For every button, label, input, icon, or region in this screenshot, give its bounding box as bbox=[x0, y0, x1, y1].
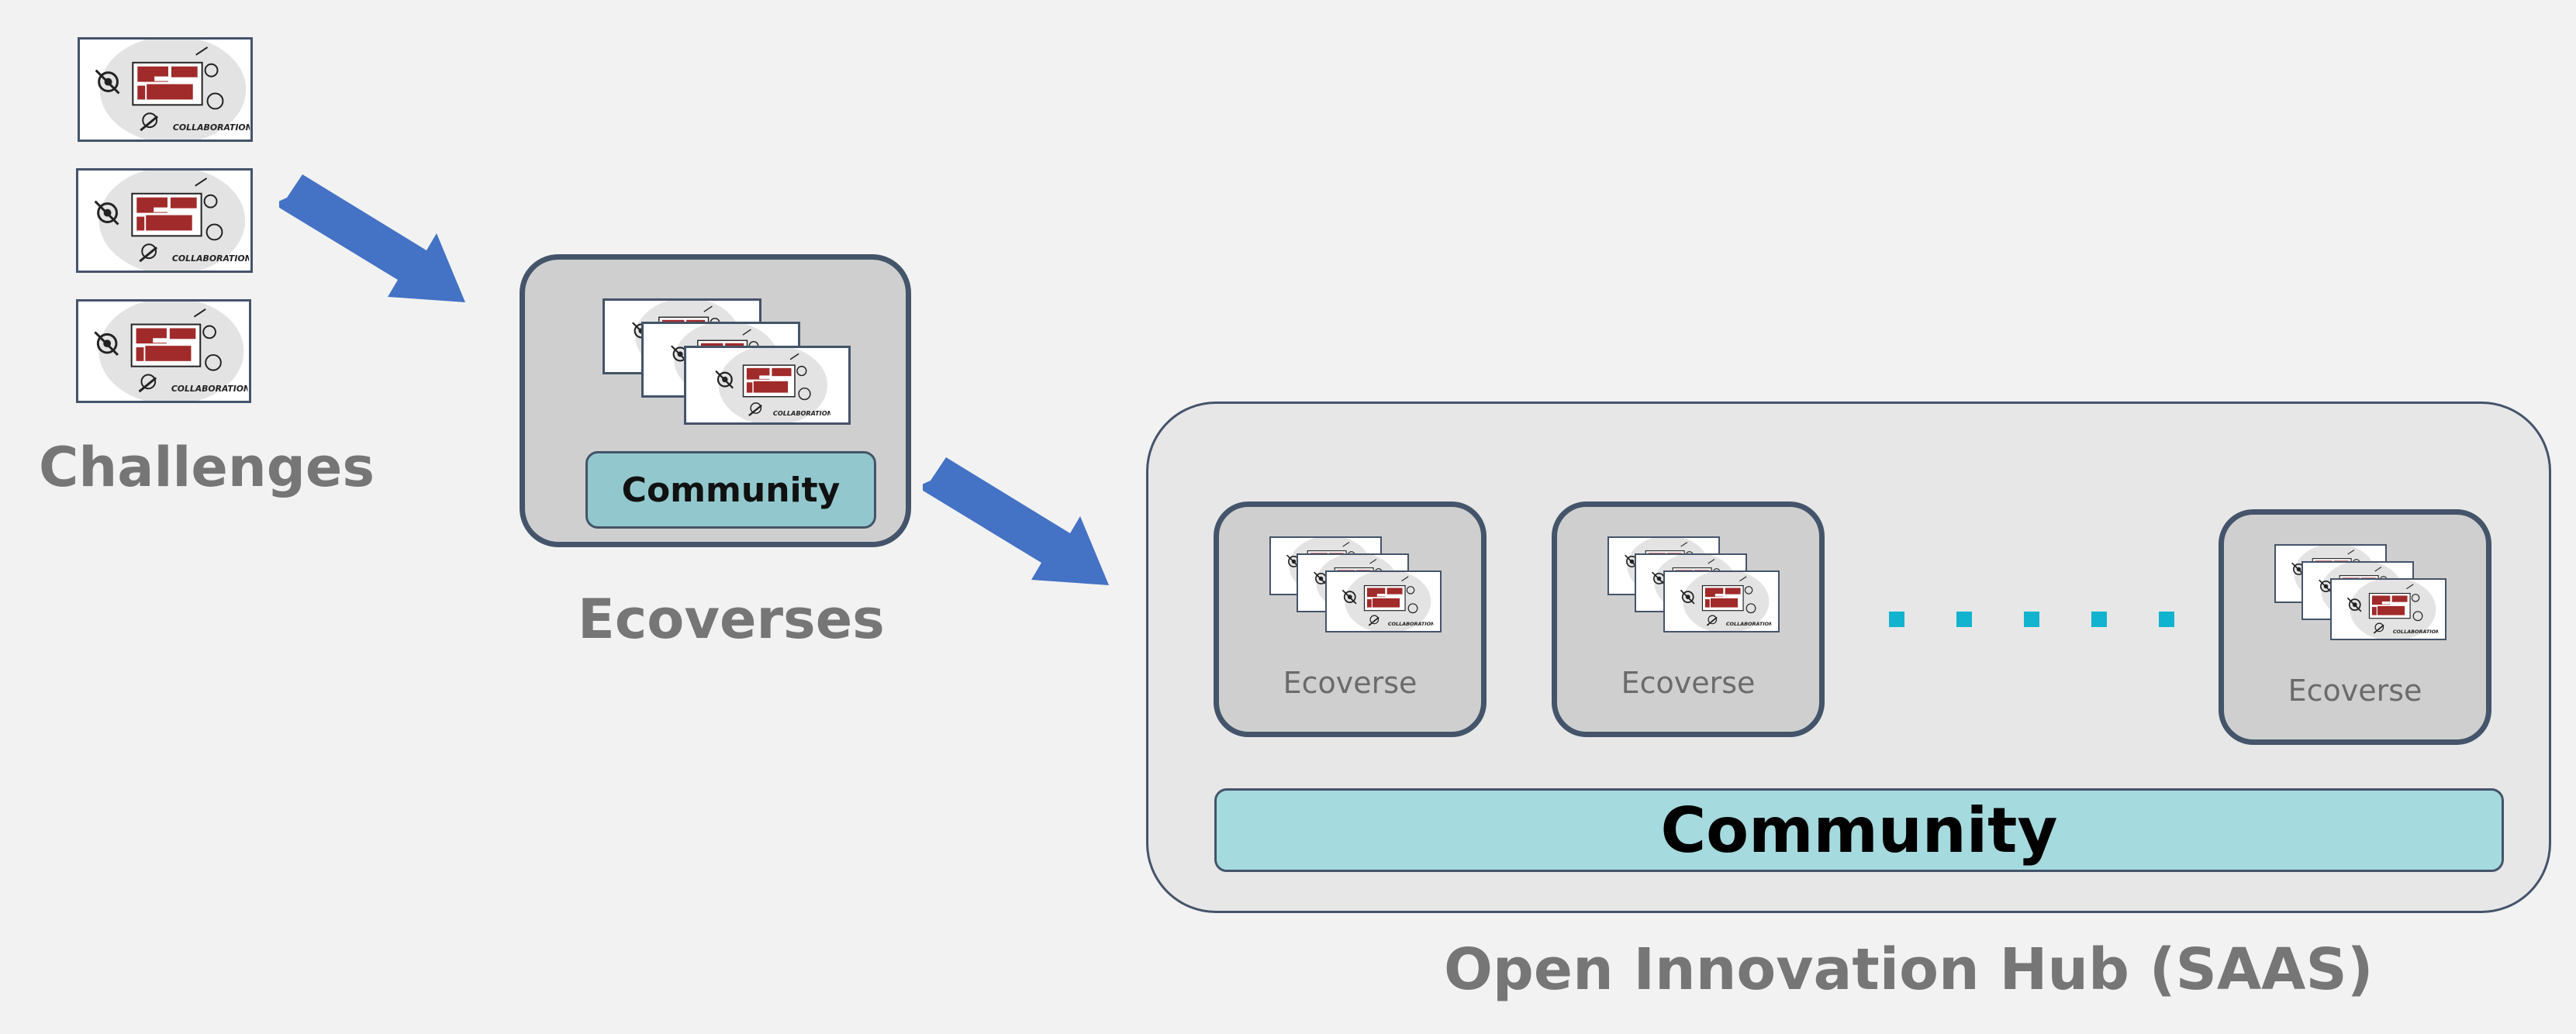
hub-community-bar: Community bbox=[1214, 788, 2504, 872]
ecoverse-label: Ecoverse bbox=[1621, 666, 1756, 700]
hub-community-label: Community bbox=[1660, 794, 2058, 867]
arrow-ecoverses-to-hub bbox=[923, 457, 1109, 585]
hub-ecoverse: Ecoverse bbox=[1214, 501, 1487, 737]
challenge-card bbox=[1663, 570, 1780, 632]
ellipsis-dot bbox=[1889, 612, 1904, 627]
ecoverses-label: Ecoverses bbox=[578, 588, 885, 651]
ellipsis-dot bbox=[2024, 612, 2039, 627]
community-box: Community bbox=[585, 451, 876, 529]
challenges-label: Challenges bbox=[39, 436, 375, 499]
arrow-challenges-to-ecoverses bbox=[279, 174, 465, 302]
challenge-illustration bbox=[2332, 580, 2445, 639]
ecoverse-label: Ecoverse bbox=[2288, 674, 2422, 708]
ecoverse-label: Ecoverse bbox=[1283, 666, 1417, 700]
challenge-card bbox=[76, 299, 251, 403]
challenge-card bbox=[78, 37, 253, 142]
open-innovation-hub: Ecoverse Ecoverse Ecoverse Community bbox=[1146, 402, 2551, 913]
challenge-illustration bbox=[1327, 572, 1440, 631]
ellipsis-dot bbox=[1956, 612, 1972, 627]
challenge-illustration bbox=[78, 302, 249, 401]
ellipsis-dot bbox=[2159, 612, 2174, 627]
challenge-illustration bbox=[1665, 572, 1778, 631]
hub-ecoverse: Ecoverse bbox=[2219, 509, 2491, 745]
challenge-illustration bbox=[686, 348, 848, 422]
challenge-card bbox=[1325, 570, 1442, 632]
challenge-card bbox=[2330, 578, 2447, 640]
community-label: Community bbox=[621, 470, 841, 510]
challenge-illustration bbox=[78, 171, 250, 271]
hub-label: Open Innovation Hub (SAAS) bbox=[1444, 936, 2374, 1003]
hub-ecoverse: Ecoverse bbox=[1552, 501, 1825, 737]
challenge-card bbox=[76, 168, 253, 273]
challenge-card bbox=[684, 346, 851, 425]
ecoverse-box: Community bbox=[520, 254, 911, 547]
ellipsis-dot bbox=[2091, 612, 2107, 627]
challenge-illustration bbox=[80, 40, 250, 140]
